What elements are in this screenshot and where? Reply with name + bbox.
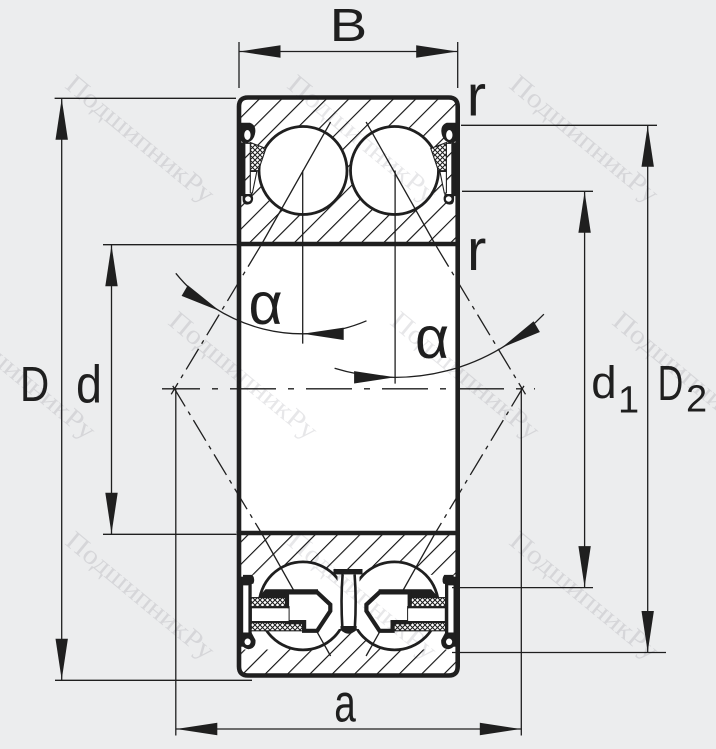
svg-text:B: B <box>330 0 368 51</box>
svg-text:D: D <box>20 358 49 412</box>
svg-text:d: d <box>76 355 102 414</box>
svg-text:D: D <box>658 357 684 411</box>
svg-text:d: d <box>591 357 616 408</box>
svg-text:a: a <box>334 673 356 733</box>
svg-text:r: r <box>467 64 486 129</box>
svg-text:1: 1 <box>618 380 639 422</box>
svg-text:2: 2 <box>686 378 707 420</box>
svg-text:α: α <box>249 271 283 337</box>
svg-text:r: r <box>467 218 486 283</box>
svg-text:α: α <box>415 305 449 371</box>
